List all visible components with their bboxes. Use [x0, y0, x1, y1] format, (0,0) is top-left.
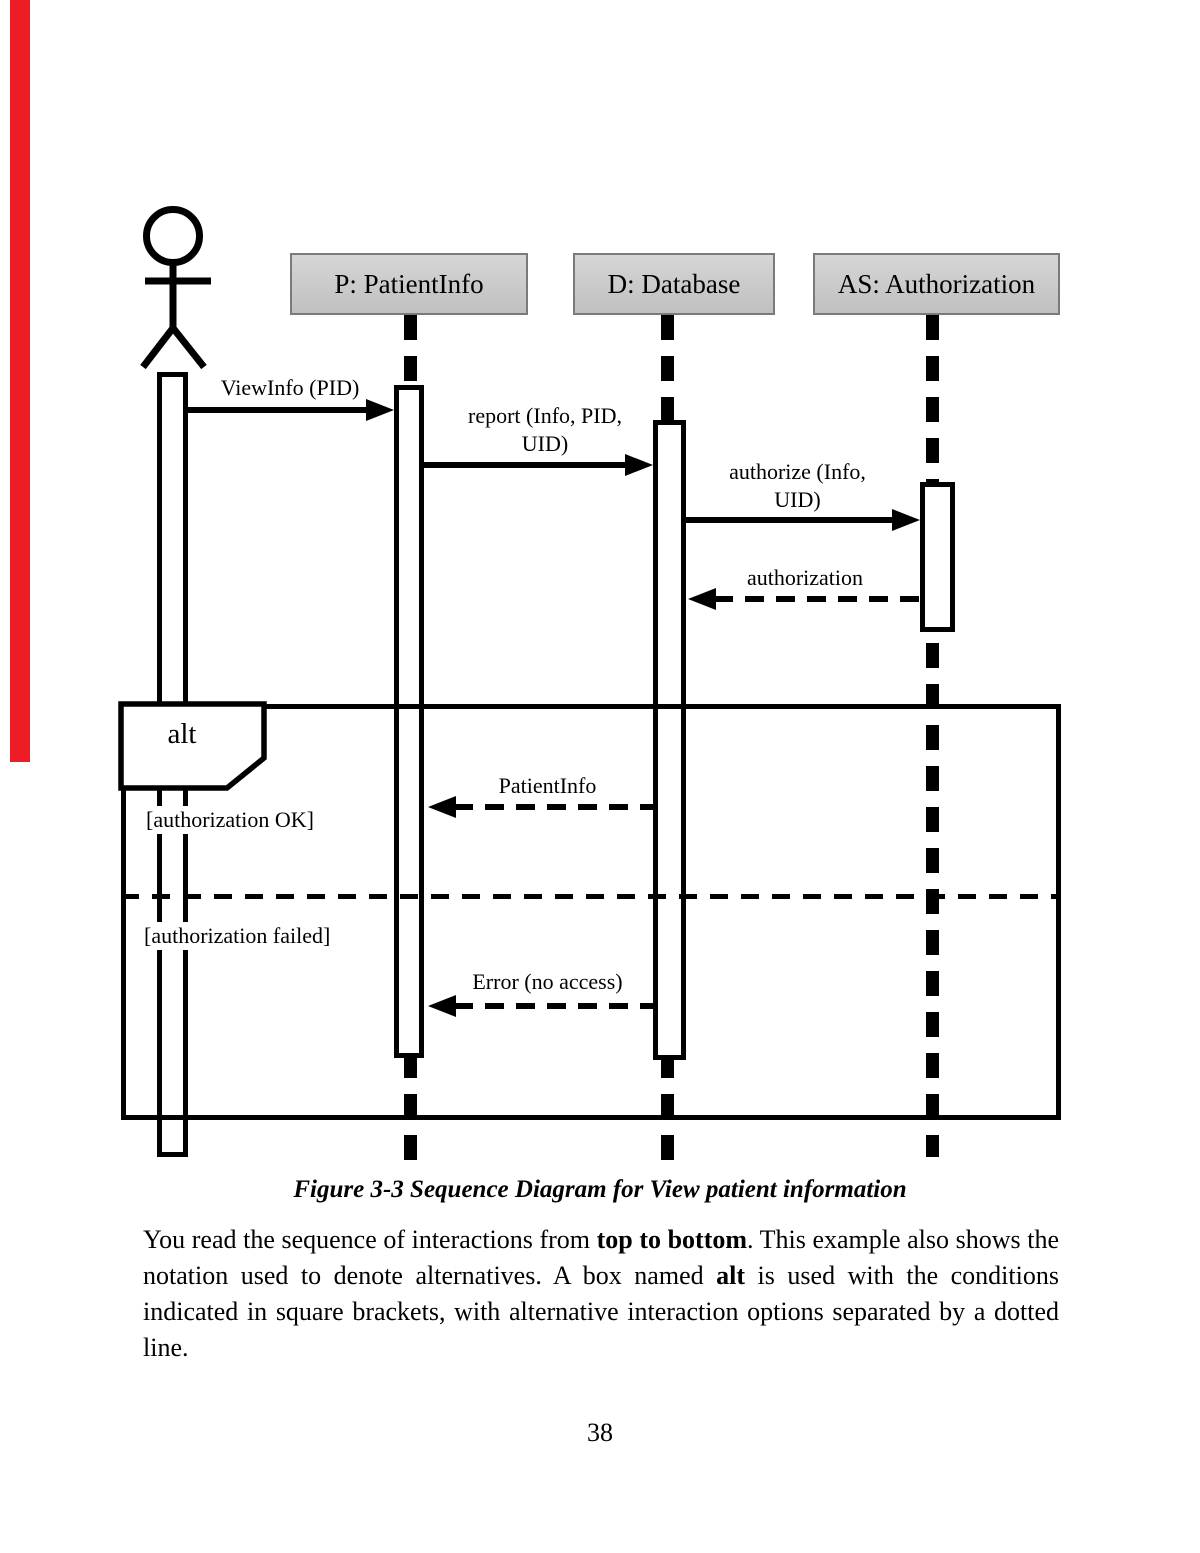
alt-frame	[121, 704, 1061, 1120]
activation-bar-patientinfo	[394, 385, 424, 1058]
message-report-arrow	[424, 462, 627, 468]
lifeline-head-authorization-label: AS: Authorization	[837, 268, 1036, 299]
guard-authorization-ok: [authorization OK]	[142, 806, 318, 834]
message-report-label: report (Info, PID, UID)	[450, 402, 640, 458]
alt-pentagon	[118, 701, 267, 791]
figure-caption: Figure 3-3 Sequence Diagram for View pat…	[293, 1176, 907, 1203]
message-viewinfo-label: ViewInfo (PID)	[200, 374, 380, 402]
message-patientinfo-label: PatientInfo	[470, 772, 625, 800]
message-patientinfo-arrow	[454, 804, 653, 810]
lifeline-head-patientinfo: P: PatientInfo	[290, 253, 528, 315]
message-authorize-arrow	[686, 517, 894, 523]
actor-icon	[140, 206, 211, 370]
arrowhead-left-icon	[428, 796, 456, 818]
message-error-arrow	[454, 1003, 653, 1009]
lifeline-head-database: D: Database	[573, 253, 775, 315]
body-text-segment: is used with the conditions indicated in…	[143, 1261, 1059, 1362]
lifeline-head-authorization: AS: Authorization	[813, 253, 1060, 315]
alt-operator-label: alt	[167, 718, 197, 750]
arrowhead-right-icon	[892, 509, 920, 531]
body-text-bold: alt	[716, 1261, 746, 1290]
body-text-segment: You read the sequence of interactions fr…	[143, 1225, 597, 1254]
message-authorization-arrow	[714, 596, 920, 602]
message-authorization-label: authorization	[730, 564, 880, 592]
arrowhead-right-icon	[366, 399, 394, 421]
message-viewinfo-arrow	[188, 407, 368, 413]
body-text-segment: . This example also shows the notation u…	[143, 1225, 1059, 1290]
arrowhead-left-icon	[428, 995, 456, 1017]
body-text-bold: top to bottom	[596, 1225, 748, 1254]
alt-divider	[121, 894, 1061, 899]
arrowhead-left-icon	[688, 588, 716, 610]
page-number: 38	[587, 1418, 613, 1447]
arrowhead-right-icon	[625, 454, 653, 476]
guard-authorization-failed: [authorization failed]	[140, 922, 335, 950]
message-error-label: Error (no access)	[455, 968, 640, 996]
change-bar	[10, 0, 30, 762]
message-authorize-label: authorize (Info, UID)	[710, 458, 885, 514]
lifeline-head-database-label: D: Database	[607, 268, 741, 299]
body-paragraph: You read the sequence of interactions fr…	[143, 1222, 1059, 1366]
lifeline-head-patientinfo-label: P: PatientInfo	[334, 268, 484, 299]
activation-bar-database	[653, 420, 686, 1060]
activation-bar-authorization	[920, 482, 955, 632]
